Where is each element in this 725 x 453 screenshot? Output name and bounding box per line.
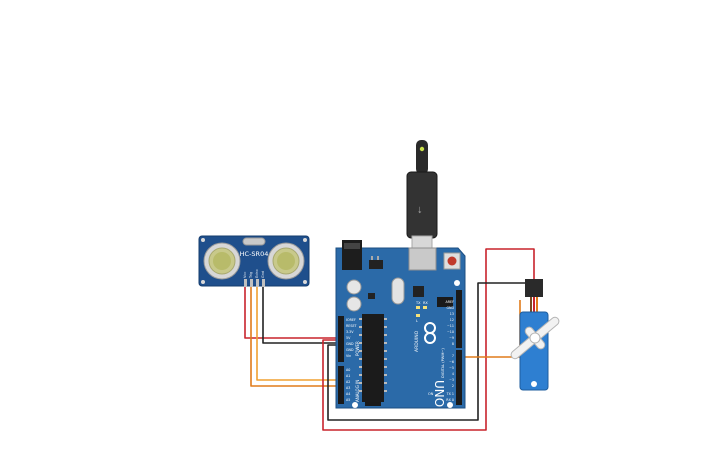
arduino-uno-board[interactable]: TX RX L ARDUINO UNO POWER ANALOG IN DIGI… (335, 240, 466, 409)
pin-a0: A0 (346, 368, 350, 372)
wire-servo-5v[interactable] (322, 248, 535, 431)
sensor-pin-gnd: Gnd (261, 271, 265, 278)
servo-connector (525, 279, 543, 297)
arduino-brand: ARDUINO (414, 330, 420, 352)
sensor-pin-echo: Echo (255, 270, 259, 279)
pin-6: ~6 (449, 360, 454, 364)
pin-3: ~3 (449, 378, 454, 382)
pin-12: 12 (450, 318, 454, 322)
pin-a1: A1 (346, 374, 350, 378)
wire-gnd-gnd[interactable] (262, 285, 343, 344)
pin-vin: Vin (346, 354, 351, 358)
pin-7: 7 (452, 354, 454, 358)
pin-gnd-digital: GND (446, 306, 454, 310)
digital-header-low[interactable] (456, 350, 462, 405)
pin-tx1: TX 1 (446, 392, 454, 396)
usb-port (408, 247, 437, 271)
arduino-model: UNO (432, 380, 446, 407)
pin-3v3: 3.3V (346, 330, 354, 334)
analog-header[interactable] (338, 366, 344, 404)
led-label-rx: RX (423, 301, 428, 305)
atmega-chip (362, 314, 384, 402)
pin-10: ~10 (447, 330, 454, 334)
pin-13: 13 (450, 312, 454, 316)
pin-8: 8 (452, 342, 454, 346)
pin-11: ~11 (447, 324, 454, 328)
pin-gnd-2: GND (346, 348, 354, 352)
analog-label: ANALOG IN (355, 380, 360, 402)
pin-a3: A3 (346, 386, 350, 390)
arduino-infinity-logo-icon (424, 322, 436, 344)
sensor-model-label: HC-SR04 (240, 250, 269, 258)
sensor-pin-vcc: Vcc (243, 272, 247, 278)
pin-gnd-1: GND (346, 342, 354, 346)
transducer-left (203, 242, 241, 280)
wire-servo-signal[interactable] (458, 300, 521, 358)
capacitor-2 (346, 296, 362, 312)
pin-a2: A2 (346, 380, 350, 384)
capacitor-1 (346, 279, 362, 295)
power-label: POWER (355, 341, 360, 356)
pin-rx0: RX 0 (446, 398, 454, 402)
servo-horn[interactable] (504, 309, 567, 367)
pin-5: ~5 (449, 366, 454, 370)
usb-icon: ⭠ (415, 206, 425, 213)
usb-led-icon (419, 146, 425, 152)
pin-5v: 5V (346, 336, 351, 340)
wire-servo-gnd[interactable] (327, 282, 528, 421)
pin-aref: AREF (445, 300, 454, 304)
on-label: ON (428, 392, 434, 396)
servo-motor[interactable] (504, 279, 567, 391)
pin-a5: A5 (346, 398, 350, 402)
pin-a4: A4 (346, 392, 350, 396)
led-label-l: L (416, 319, 418, 323)
pin-reset: RESET (346, 324, 358, 328)
digital-header-high[interactable] (456, 290, 462, 348)
wire-vcc-5v[interactable] (244, 285, 343, 339)
sensor-pin-trig: Trig (249, 272, 253, 279)
led-label-tx: TX (415, 301, 421, 305)
ultrasonic-sensor[interactable]: HC-SR04 Vcc Trig Echo Gnd (198, 235, 310, 287)
pin-9: ~9 (449, 336, 454, 340)
pin-ioref: IOREF (346, 318, 356, 322)
pin-4: 4 (452, 372, 454, 376)
transducer-right (267, 242, 305, 280)
digital-label: DIGITAL (PWM~) (441, 348, 445, 378)
power-header[interactable] (338, 316, 344, 362)
pin-2: 2 (452, 384, 454, 388)
